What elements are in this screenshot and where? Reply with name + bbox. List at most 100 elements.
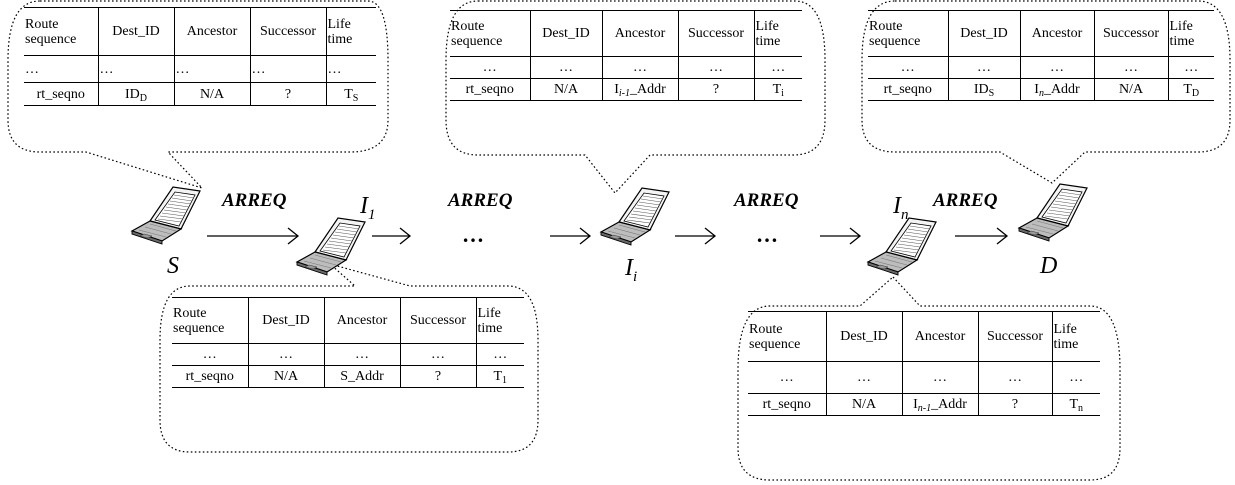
table-header-row: Route sequence Dest_ID Ancestor Successo… — [24, 7, 376, 56]
ellipsis-cell: … — [754, 56, 802, 79]
ellipsis-cell: … — [324, 343, 401, 366]
ellipsis-cell: … — [172, 343, 249, 366]
col-header-successor: Successor — [678, 10, 755, 57]
col-header-route-sequence: Route sequence — [24, 7, 99, 56]
table-row-ellipsis: … … … … … — [748, 361, 1100, 394]
col-header-ancestor: Ancestor — [602, 10, 679, 57]
cell-dest-id: IDS — [948, 78, 1021, 101]
col-header-route-sequence: Route sequence — [450, 10, 531, 57]
ellipsis-cell: … — [400, 343, 477, 366]
laptop-icon-S — [131, 186, 201, 245]
cell-ancestor: N/A — [174, 82, 251, 106]
arreq-label-3: ARREQ — [734, 190, 799, 211]
col-header-ancestor: Ancestor — [324, 297, 401, 344]
arreq-label-1: ARREQ — [222, 190, 287, 211]
ellipsis-cell: … — [476, 343, 524, 366]
cell-route-seq: rt_seqno — [24, 82, 99, 106]
routing-table-I1: Route sequence Dest_ID Ancestor Successo… — [172, 297, 524, 388]
arrow-I1-next — [372, 227, 412, 245]
col-header-dest-id: Dest_ID — [826, 311, 903, 362]
ellipsis-cell: … — [450, 56, 531, 79]
table-header-row: Route sequence Dest_ID Ancestor Successo… — [172, 297, 524, 344]
cell-lifetime: TD — [1168, 78, 1214, 101]
ellipsis-cell: … — [1094, 56, 1169, 79]
ellipsis-cell: … — [902, 361, 979, 394]
cell-ancestor: In_Addr — [1020, 78, 1095, 101]
arrow-to-Ii — [550, 227, 592, 245]
table-row-entry: rt_seqno IDD N/A ? TS — [24, 82, 376, 106]
cell-successor: ? — [400, 365, 477, 388]
ellipsis-cell: … — [948, 56, 1021, 79]
col-header-lifetime: Life time — [1168, 10, 1214, 57]
cell-successor: ? — [978, 393, 1053, 416]
col-header-dest-id: Dest_ID — [948, 10, 1021, 57]
ellipsis-cell: … — [24, 55, 99, 83]
cell-route-seq: rt_seqno — [172, 365, 249, 388]
ellipsis-cell: … — [678, 56, 755, 79]
routing-table-D: Route sequence Dest_ID Ancestor Successo… — [868, 10, 1214, 101]
arreq-label-4: ARREQ — [933, 190, 998, 211]
cell-lifetime: Tn — [1052, 393, 1100, 416]
col-header-route-sequence: Route sequence — [748, 311, 827, 362]
col-header-dest-id: Dest_ID — [248, 297, 325, 344]
cell-successor: ? — [250, 82, 327, 106]
bubble-D — [861, 0, 1231, 184]
table-row-ellipsis: … … … … … — [450, 56, 802, 79]
ellipsis-cell: … — [250, 55, 327, 83]
ellipsis-cell: … — [1020, 56, 1095, 79]
col-header-successor: Successor — [1094, 10, 1169, 57]
ellipsis-cell: … — [326, 55, 376, 83]
node-label-Ii: Ii — [625, 255, 638, 285]
cell-lifetime: T1 — [476, 365, 524, 388]
ellipsis-cell: … — [98, 55, 175, 83]
cell-ancestor: In-1_Addr — [902, 393, 979, 416]
bubble-I1 — [159, 263, 539, 453]
ellipsis-1: … — [462, 222, 485, 247]
laptop-icon-Ii — [600, 187, 670, 246]
col-header-lifetime: Life time — [326, 7, 376, 56]
cell-lifetime: TS — [326, 82, 376, 106]
arrow-S-I1 — [207, 227, 300, 245]
col-header-ancestor: Ancestor — [1020, 10, 1095, 57]
cell-route-seq: rt_seqno — [868, 78, 949, 101]
table-header-row: Route sequence Dest_ID Ancestor Successo… — [748, 311, 1100, 362]
cell-dest-id: IDD — [98, 82, 175, 106]
table-row-entry: rt_seqno N/A S_Addr ? T1 — [172, 365, 524, 388]
ellipsis-cell: … — [868, 56, 949, 79]
node-label-I1: I1 — [360, 193, 376, 223]
col-header-ancestor: Ancestor — [902, 311, 979, 362]
bubble-Ii — [445, 0, 826, 194]
routing-table-S: Route sequence Dest_ID Ancestor Successo… — [24, 7, 376, 106]
arreq-label-2: ARREQ — [448, 190, 513, 211]
table-row-entry: rt_seqno N/A Ii-1_Addr ? Ti — [450, 78, 802, 101]
table-row-entry: rt_seqno IDS In_Addr N/A TD — [868, 78, 1214, 101]
arrow-Ii-next — [675, 227, 717, 245]
col-header-dest-id: Dest_ID — [98, 7, 175, 56]
ellipsis-cell: … — [530, 56, 603, 79]
cell-ancestor: S_Addr — [324, 365, 401, 388]
laptop-icon-D — [1018, 183, 1088, 242]
table-row-ellipsis: … … … … … — [868, 56, 1214, 79]
col-header-lifetime: Life time — [476, 297, 524, 344]
cell-lifetime: Ti — [754, 78, 802, 101]
routing-table-Ii: Route sequence Dest_ID Ancestor Successo… — [450, 10, 802, 101]
node-label-In: In — [893, 193, 909, 223]
col-header-dest-id: Dest_ID — [530, 10, 603, 57]
ellipsis-cell: … — [978, 361, 1053, 394]
laptop-icon-In — [867, 217, 937, 276]
cell-route-seq: rt_seqno — [748, 393, 827, 416]
ellipsis-cell: … — [748, 361, 827, 394]
col-header-lifetime: Life time — [754, 10, 802, 57]
node-label-S: S — [167, 253, 179, 279]
col-header-route-sequence: Route sequence — [868, 10, 949, 57]
cell-dest-id: N/A — [248, 365, 325, 388]
ellipsis-cell: … — [826, 361, 903, 394]
cell-successor: ? — [678, 78, 755, 101]
ellipsis-cell: … — [1168, 56, 1214, 79]
cell-dest-id: N/A — [826, 393, 903, 416]
col-header-lifetime: Life time — [1052, 311, 1100, 362]
cell-dest-id: N/A — [530, 78, 603, 101]
cell-ancestor: Ii-1_Addr — [602, 78, 679, 101]
